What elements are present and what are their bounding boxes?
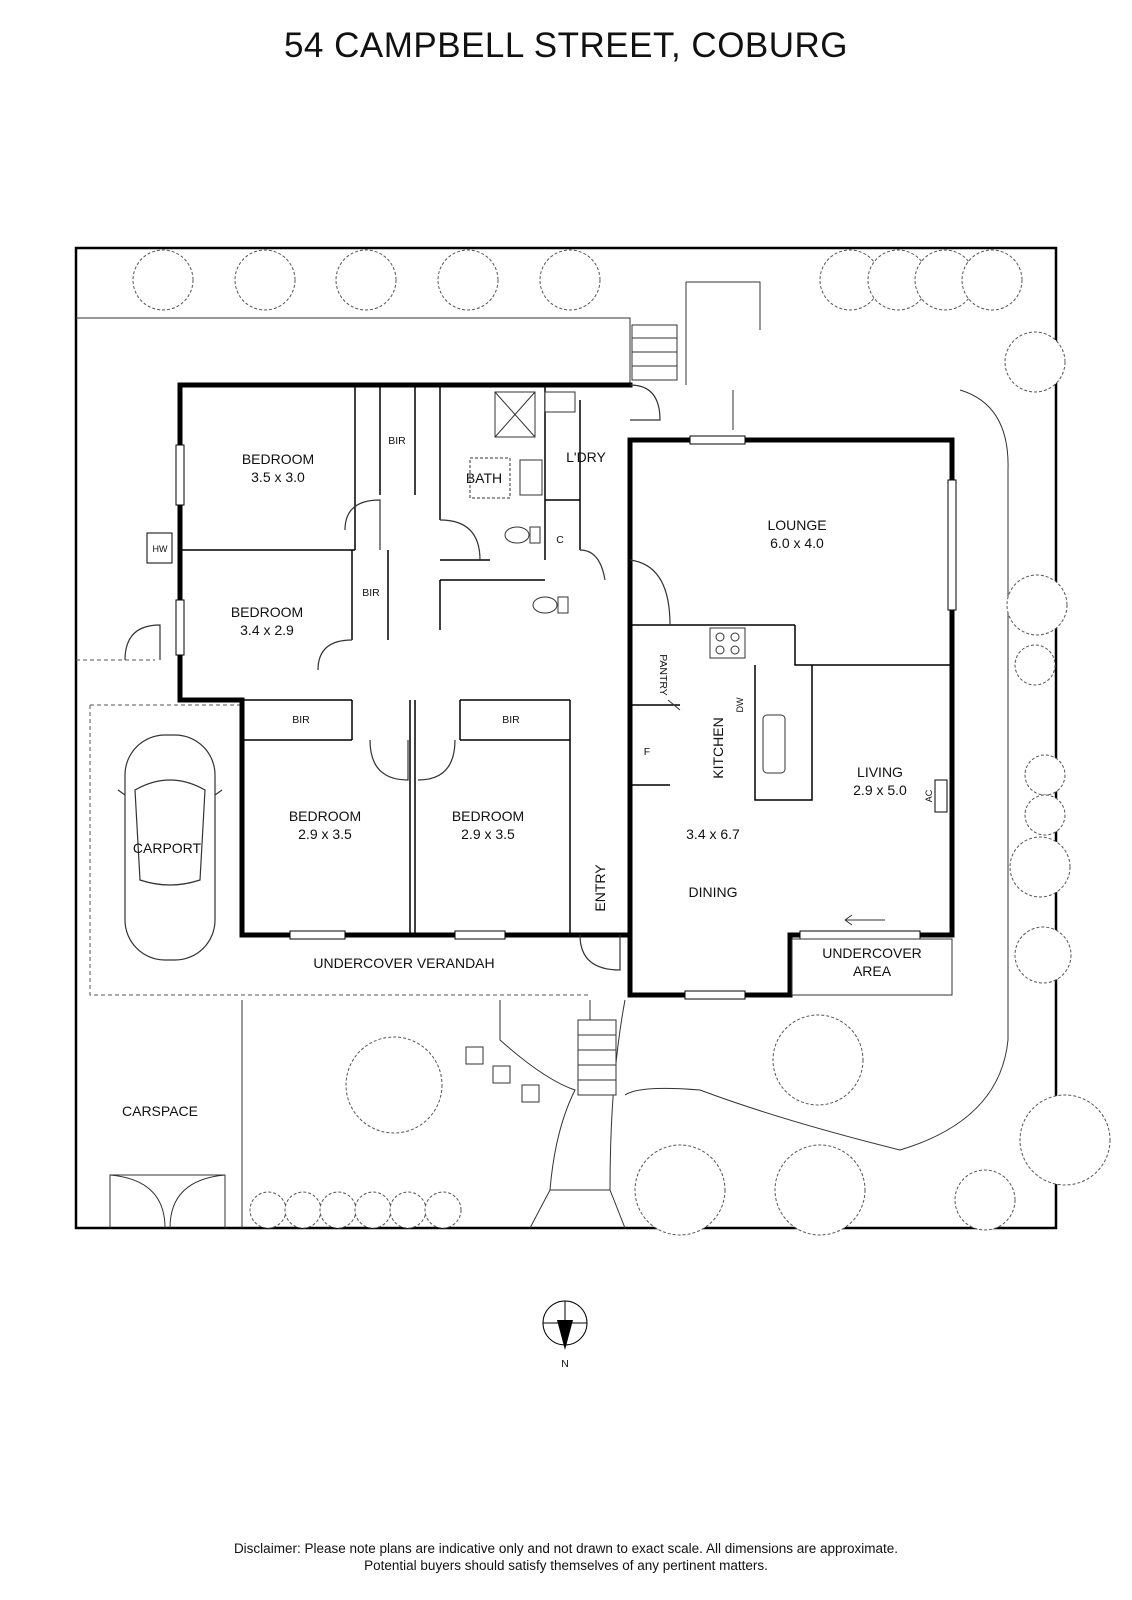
label-ac: AC	[924, 789, 934, 802]
windows	[175, 435, 957, 1000]
disclaimer: Disclaimer: Please note plans are indica…	[0, 1540, 1132, 1574]
room-size-living: 2.9 x 5.0	[853, 782, 907, 798]
disclaimer-line-1: Disclaimer: Please note plans are indica…	[233, 1541, 899, 1556]
label-dw: DW	[735, 697, 745, 712]
label-undercover-verandah: UNDERCOVER VERANDAH	[313, 955, 494, 971]
label-undercover-area-2: AREA	[853, 963, 892, 979]
room-name-lounge: LOUNGE	[767, 517, 826, 533]
carport-outline	[76, 659, 590, 996]
front-path-outline	[76, 317, 631, 385]
hot-water-unit	[146, 532, 173, 564]
room-name-bath: BATH	[466, 470, 502, 486]
room-name-living: LIVING	[857, 764, 903, 780]
trees	[132, 249, 1111, 1236]
plan-title: 54 CAMPBELL STREET, COBURG	[283, 26, 849, 65]
carspace-gate-swing	[109, 1174, 226, 1229]
room-name-bedroom4: BEDROOM	[452, 808, 524, 824]
front-gate-outline	[529, 1189, 626, 1229]
gate-outline	[685, 281, 761, 385]
room-size-lounge: 6.0 x 4.0	[770, 535, 824, 551]
room-name-dining: DINING	[689, 884, 738, 900]
label-bir-bedroom1: BIR	[388, 435, 406, 447]
paving-blocks	[465, 324, 678, 1103]
compass-arrow-icon	[557, 1320, 573, 1350]
car-outline	[117, 734, 223, 961]
room-labels: BEDROOM 3.5 x 3.0 BEDROOM 3.4 x 2.9 BEDR…	[231, 449, 907, 912]
compass: N	[542, 1300, 588, 1370]
room-size-bedroom3: 2.9 x 3.5	[298, 826, 352, 842]
label-carspace: CARSPACE	[122, 1103, 198, 1119]
label-hw: HW	[153, 544, 168, 554]
disclaimer-line-2: Potential buyers should satisfy themselv…	[364, 1558, 768, 1573]
property-boundary	[74, 246, 1058, 1230]
label-carport: CARPORT	[133, 840, 202, 856]
room-size-dining: 3.4 x 6.7	[686, 826, 740, 842]
room-name-pantry: PANTRY	[657, 654, 669, 696]
fixtures	[469, 391, 885, 926]
label-bir-bedroom4: BIR	[502, 714, 520, 726]
room-name-bedroom2: BEDROOM	[231, 604, 303, 620]
room-name-entry: ENTRY	[592, 864, 608, 912]
room-size-bedroom4: 2.9 x 3.5	[461, 826, 515, 842]
label-c: C	[556, 534, 564, 546]
room-name-bedroom1: BEDROOM	[242, 451, 314, 467]
undercover-area-outline	[791, 938, 953, 996]
room-name-laundry: L'DRY	[566, 449, 606, 465]
garden-path-outline	[624, 389, 1009, 1151]
room-size-bedroom1: 3.5 x 3.0	[251, 469, 305, 485]
room-size-bedroom2: 3.4 x 2.9	[240, 622, 294, 638]
carspace-gate-outline	[109, 1174, 226, 1228]
fixture-labels: BIR BIR BIR BIR C F DW AC	[292, 435, 934, 802]
compass-label: N	[561, 1358, 569, 1370]
door-swings	[124, 384, 671, 971]
label-f: F	[644, 746, 650, 758]
outdoor-labels: CARPORT CARSPACE UNDERCOVER VERANDAH UND…	[122, 840, 922, 1119]
label-undercover-area-1: UNDERCOVER	[822, 945, 922, 961]
room-name-bedroom3: BEDROOM	[289, 808, 361, 824]
room-name-kitchen: KITCHEN	[710, 717, 726, 778]
label-bir-bedroom3: BIR	[292, 714, 310, 726]
interior-walls	[180, 385, 952, 935]
label-bir-bedroom2: BIR	[362, 587, 380, 599]
